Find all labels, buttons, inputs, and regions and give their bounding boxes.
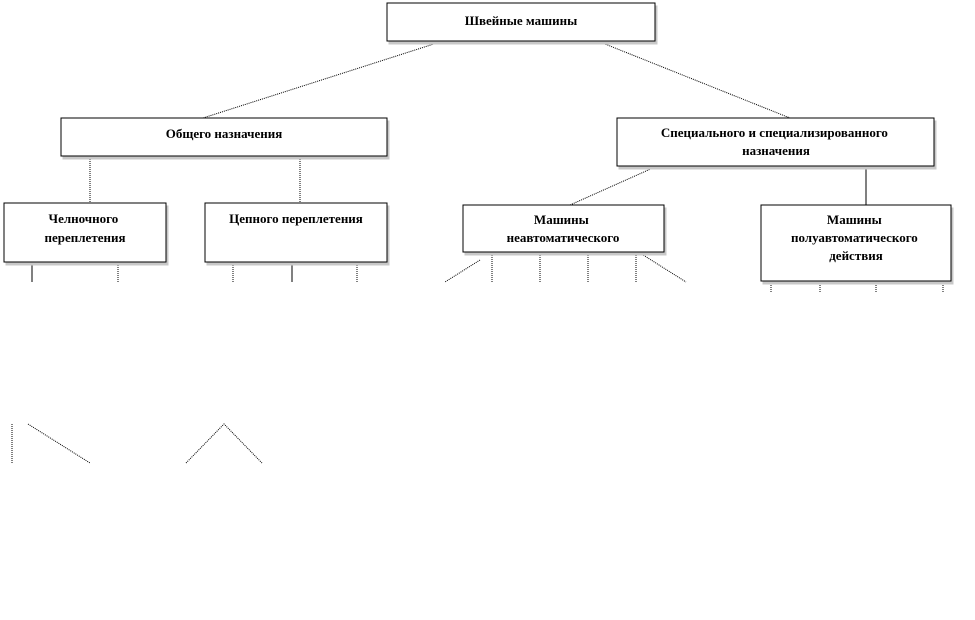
node-label-line: Машины — [534, 212, 589, 227]
node-label-line: назначения — [742, 143, 810, 158]
node-box — [386, 2, 656, 42]
node-label: Цепного переплетения — [229, 211, 363, 226]
node-label-line: неавтоматического — [507, 230, 620, 245]
node-box — [616, 117, 935, 167]
edge-root-special — [599, 41, 791, 119]
node-box — [204, 202, 388, 263]
node-label: Специального и специализированного назна… — [661, 125, 891, 158]
connectors — [11, 41, 944, 464]
node-box — [462, 204, 665, 253]
node-sewing-machines: Швейные машины — [386, 2, 656, 42]
node-general-purpose: Общего назначения — [60, 117, 388, 157]
node-label: Челночного переплетения — [45, 211, 126, 245]
node-label-line: полуавтоматического — [791, 230, 918, 245]
node-label-line: переплетения — [45, 230, 126, 245]
node-box — [60, 117, 388, 157]
node-box — [760, 204, 952, 282]
stub-nonauto-1 — [444, 259, 481, 283]
node-label: Машины неавтоматического — [507, 212, 620, 245]
node-label: Швейные машины — [465, 13, 578, 28]
node-non-automatic: Машины неавтоматического — [462, 204, 665, 253]
node-special-purpose: Специального и специализированного назна… — [616, 117, 935, 167]
node-box — [3, 202, 167, 263]
node-chain-stitch: Цепного переплетения — [204, 202, 388, 263]
edge-special-nonauto — [569, 166, 656, 206]
node-label-line: Цепного переплетения — [229, 211, 363, 226]
node-label: Общего назначения — [166, 126, 283, 141]
node-label-line: Машины — [827, 212, 882, 227]
node-label-line: Специального и специализированного — [661, 125, 888, 140]
fragment-diagonal — [27, 423, 91, 464]
fragment-caret — [185, 423, 263, 464]
stub-nonauto-6 — [639, 252, 687, 283]
node-label-line: Швейные машины — [465, 13, 578, 28]
node-semi-automatic: Машины полуавтоматического действия — [760, 204, 952, 282]
node-label: Машины полуавтоматического действия — [791, 212, 921, 263]
edge-root-general — [202, 41, 441, 119]
node-label-line: действия — [829, 248, 883, 263]
node-shuttle-stitch: Челночного переплетения — [3, 202, 167, 263]
node-label-line: Челночного — [49, 211, 119, 226]
node-label-line: Общего назначения — [166, 126, 283, 141]
